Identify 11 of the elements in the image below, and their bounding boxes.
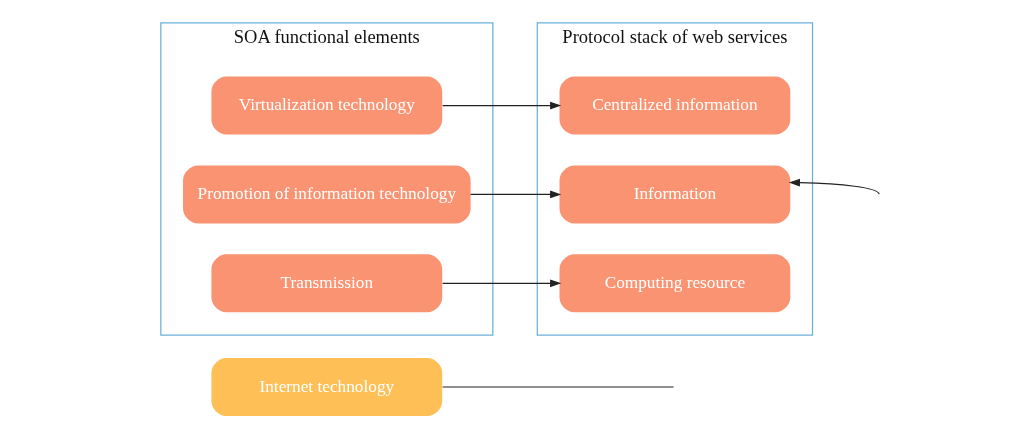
node-box: Internet technology — [210, 358, 442, 416]
node-box: Centralized information — [559, 76, 790, 135]
arrow — [441, 101, 561, 110]
node-box: Information — [559, 165, 790, 224]
node-box: Virtualization technology — [210, 76, 442, 135]
arrow — [788, 178, 880, 195]
node-box: Computing resource — [559, 254, 790, 313]
arrow — [469, 190, 561, 199]
node-box: Promotion of information technology — [182, 165, 471, 224]
arrow — [441, 279, 561, 288]
node-box: Transmission — [210, 254, 442, 313]
